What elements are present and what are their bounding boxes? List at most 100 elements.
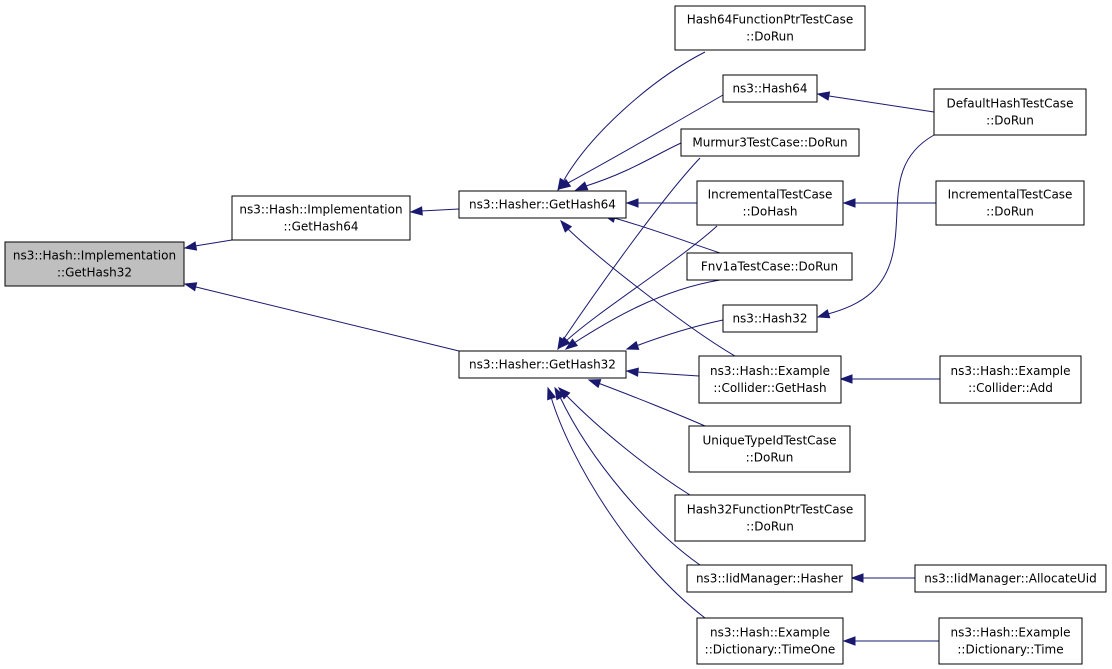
node-label: ::DoHash (743, 205, 798, 219)
function-node[interactable]: ns3::Hash::Example::Dictionary::TimeOne (696, 617, 844, 665)
node-box (458, 190, 627, 219)
node-label: ::Collider::Add (968, 381, 1053, 395)
node-label: ::DoRun (746, 30, 794, 44)
node-box (686, 564, 853, 593)
arrowhead (560, 219, 573, 233)
edge-line (565, 394, 691, 496)
node-label: ns3::Hash::Example (710, 626, 830, 640)
edge-n16-to-n7 (842, 198, 936, 208)
edge-n9-to-n3 (625, 319, 724, 350)
edge-line (194, 239, 233, 247)
node-label: ::Collider::GetHash (713, 381, 826, 395)
edge-n15-to-n9 (816, 134, 935, 319)
edge-line (828, 95, 935, 113)
edge-n11-to-n3 (587, 379, 706, 427)
edge-n5-to-n2 (557, 94, 724, 190)
node-box (680, 128, 860, 157)
edge-line (597, 382, 706, 427)
node-label: ::GetHash64 (284, 220, 359, 234)
node-box (722, 74, 818, 103)
node-label: ::Dictionary::TimeOne (705, 643, 836, 657)
root-function-node[interactable]: ns3::Hash::Implementation::GetHash32 (4, 241, 185, 287)
function-node[interactable]: Hash64FunctionPtrTestCase::DoRun (674, 5, 866, 51)
function-node[interactable]: ns3::Hash::Implementation::GetHash64 (231, 195, 411, 241)
arrowhead (625, 340, 640, 350)
arrowhead (839, 374, 853, 384)
edge-n7-to-n3 (557, 225, 718, 350)
function-node[interactable]: ns3::Hash::Example::Collider::Add (939, 355, 1082, 404)
node-label: ::GetHash32 (57, 266, 132, 280)
node-label: ns3::Hasher::GetHash64 (469, 198, 616, 212)
arrowhead (183, 241, 198, 251)
node-label: ::DoRun (986, 205, 1034, 219)
node-label: IncrementalTestCase (948, 188, 1073, 202)
arrowhead (183, 282, 198, 292)
arrowhead (557, 336, 571, 350)
edge-line (636, 371, 700, 377)
edge-line (573, 279, 721, 344)
node-box (686, 252, 853, 281)
node-label: IncrementalTestCase (708, 188, 833, 202)
edge-n17-to-n10 (839, 374, 940, 384)
node-label: ns3::Hash::Implementation (239, 203, 402, 217)
edge-line (550, 396, 706, 619)
node-label: ::DoRun (986, 114, 1034, 128)
edge-n2-to-n1 (409, 206, 460, 216)
edge-n10-to-n2 (560, 219, 736, 357)
function-node[interactable]: Hash32FunctionPtrTestCase::DoRun (674, 494, 866, 542)
edge-line (559, 396, 701, 566)
arrowhead (409, 206, 423, 216)
node-box (696, 180, 844, 226)
arrowhead (816, 309, 831, 319)
edge-n3-to-n0 (183, 282, 460, 352)
arrowhead (625, 367, 639, 377)
node-box (914, 564, 1107, 593)
function-node[interactable]: IncrementalTestCase::DoRun (935, 180, 1085, 226)
function-node[interactable]: ns3::IidManager::Hasher (686, 564, 853, 593)
node-label: ns3::Hasher::GetHash32 (469, 358, 616, 372)
node-label: Fnv1aTestCase::DoRun (701, 260, 838, 274)
function-node[interactable]: ns3::Hash64 (722, 74, 818, 103)
node-label: ns3::Hash::Example (951, 364, 1071, 378)
function-node[interactable]: ns3::Hasher::GetHash64 (458, 190, 627, 219)
function-node[interactable]: ns3::Hash::Example::Dictionary::Time (938, 617, 1083, 665)
function-node[interactable]: Murmur3TestCase::DoRun (680, 128, 860, 157)
edge-line (563, 51, 706, 181)
edge-line (420, 208, 460, 212)
function-node[interactable]: ns3::Hasher::GetHash32 (458, 350, 627, 379)
function-node[interactable]: Fnv1aTestCase::DoRun (686, 252, 853, 281)
edge-line (635, 319, 724, 347)
node-label: UniqueTypeIdTestCase (702, 434, 836, 448)
edge-line (613, 217, 721, 254)
edge-n6-to-n2 (574, 142, 682, 191)
node-box (688, 425, 851, 473)
function-node[interactable]: ns3::Hash32 (722, 304, 818, 333)
arrowhead (547, 386, 557, 401)
node-label: ::DoRun (746, 451, 794, 465)
node-box (698, 355, 842, 404)
graph-edges (183, 51, 940, 646)
function-node[interactable]: ns3::Hash::Example::Collider::GetHash (698, 355, 842, 404)
node-label: ns3::Hash::Implementation (13, 249, 176, 263)
node-label: Hash32FunctionPtrTestCase (687, 503, 853, 517)
arrowhead (554, 386, 565, 401)
edge-n12-to-n3 (557, 386, 691, 496)
edge-line (827, 134, 935, 315)
arrowhead (625, 198, 639, 208)
edge-n10-to-n3 (625, 367, 700, 377)
node-box (674, 494, 866, 542)
node-label: ns3::Hash::Example (710, 364, 830, 378)
function-node[interactable]: ns3::IidManager::AllocateUid (914, 564, 1107, 593)
function-node[interactable]: UniqueTypeIdTestCase::DoRun (688, 425, 851, 473)
edge-n8-to-n3 (564, 279, 721, 350)
arrowhead (842, 198, 856, 208)
function-node[interactable]: IncrementalTestCase::DoHash (696, 180, 844, 226)
edge-line (567, 228, 736, 357)
node-box (231, 195, 411, 241)
edge-n18-to-n13 (850, 573, 915, 583)
function-node[interactable]: DefaultHashTestCase::DoRun (933, 88, 1087, 136)
edge-n19-to-n14 (842, 636, 939, 646)
edge-line (585, 142, 682, 187)
node-label: ns3::Hash32 (732, 312, 807, 326)
